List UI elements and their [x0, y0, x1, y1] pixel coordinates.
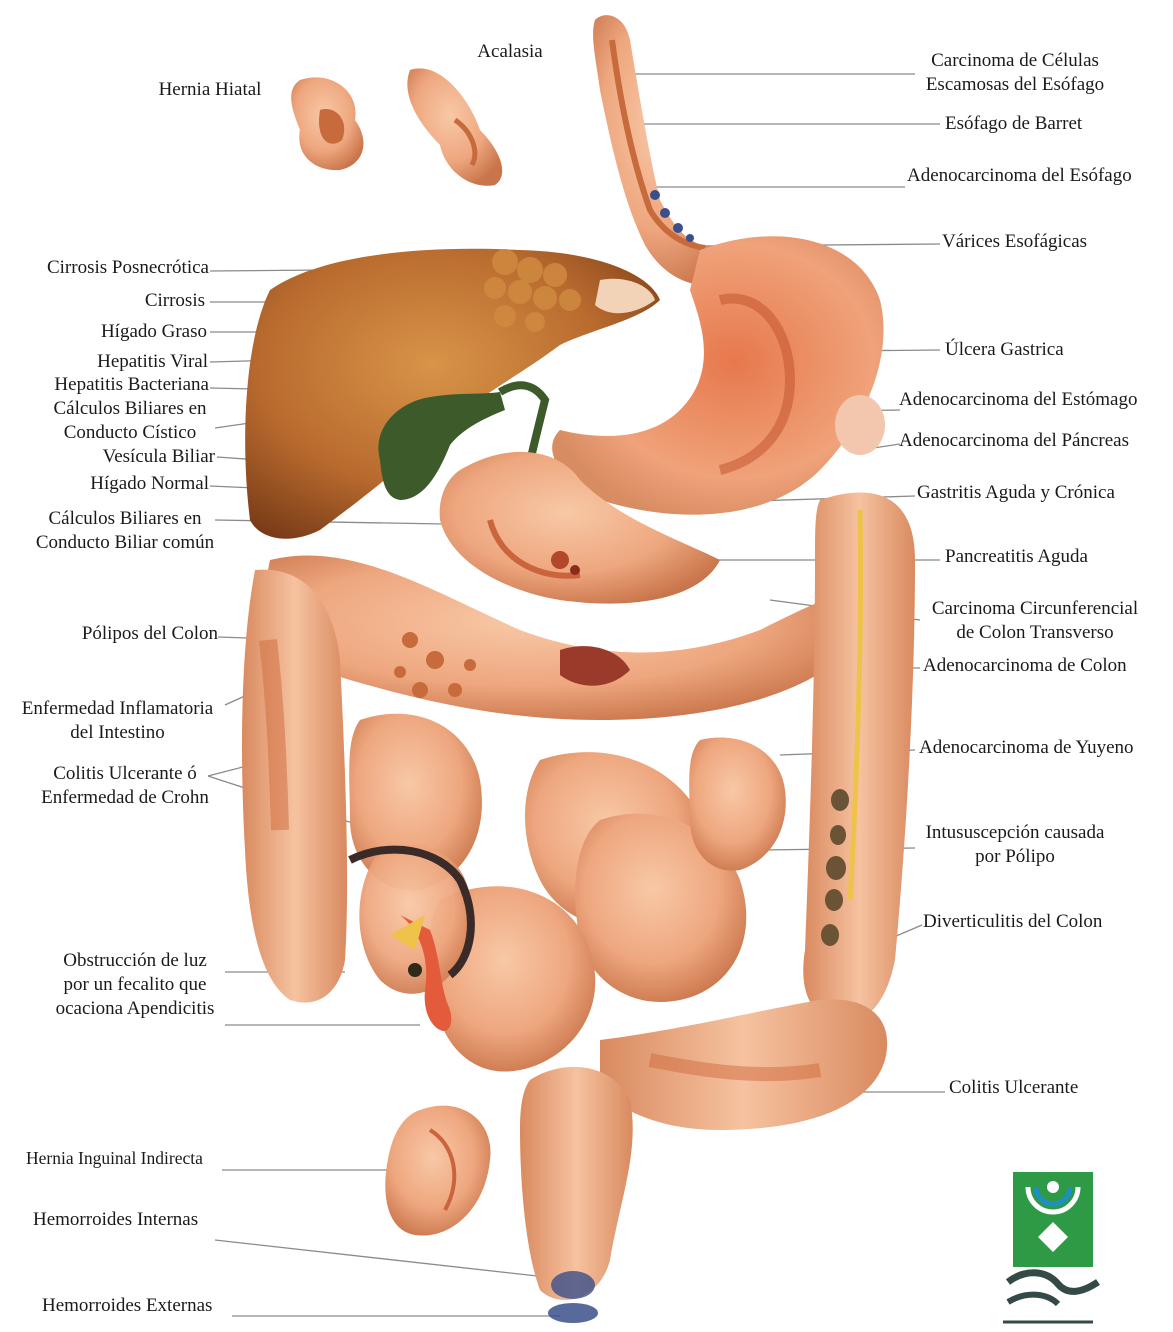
label-adeno-colon: Adenocarcinoma de Colon	[923, 654, 1127, 678]
hernia-hiatal-vignette	[291, 77, 363, 170]
label-adeno-estomago: Adenocarcinoma del Estómago	[899, 388, 1137, 412]
label-esofago-barret: Esófago de Barret	[945, 112, 1082, 136]
label-higado-graso: Hígado Graso	[101, 320, 207, 344]
label-gastritis: Gastritis Aguda y Crónica	[917, 481, 1115, 505]
descending-colon	[803, 493, 915, 1023]
rectum	[520, 1067, 633, 1323]
label-calculos-cistico: Cálculos Biliares en Conducto Cístico	[30, 397, 230, 445]
label-hernia-hiatal: Hernia Hiatal	[140, 78, 280, 102]
label-colitis-ulcerante: Colitis Ulcerante	[949, 1076, 1078, 1100]
label-higado-normal: Hígado Normal	[90, 472, 209, 496]
label-carcinoma-escamosas: Carcinoma de Células Escamosas del Esófa…	[905, 49, 1125, 97]
label-hemorroides-internas: Hemorroides Internas	[33, 1208, 198, 1232]
label-cirrosis-posnecrotica: Cirrosis Posnecrótica	[47, 256, 209, 280]
acalasia-vignette	[407, 68, 502, 185]
label-hepatitis-bacteriana: Hepatitis Bacteriana	[54, 373, 209, 397]
label-hernia-inguinal: Hernia Inguinal Indirecta	[26, 1146, 203, 1170]
label-cirrosis: Cirrosis	[145, 289, 205, 313]
label-calculos-comun: Cálculos Biliares en Conducto Biliar com…	[20, 507, 230, 555]
label-hemorroides-externas: Hemorroides Externas	[42, 1294, 212, 1318]
label-hepatitis-viral: Hepatitis Viral	[97, 350, 208, 374]
label-pancreatitis: Pancreatitis Aguda	[945, 545, 1088, 569]
label-adeno-yuyeno: Adenocarcinoma de Yuyeno	[919, 736, 1134, 760]
sigmoid-colon	[600, 999, 887, 1130]
label-polipos: Pólipos del Colon	[82, 622, 218, 646]
label-vesicula: Vesícula Biliar	[103, 445, 215, 469]
label-eii: Enfermedad Inflamatoria del Intestino	[5, 697, 230, 745]
label-varices: Várices Esofágicas	[942, 230, 1087, 254]
label-ulcera: Úlcera Gastrica	[945, 338, 1064, 362]
label-apendicitis: Obstrucción de luz por un fecalito que o…	[35, 949, 235, 1021]
label-adeno-esofago: Adenocarcinoma del Esófago	[907, 164, 1132, 188]
ascending-colon	[242, 570, 347, 1003]
label-colitis-crohn: Colitis Ulcerante ó Enfermedad de Crohn	[20, 762, 230, 810]
label-carcinoma-colon-transverso: Carcinoma Circunferencial de Colon Trans…	[915, 597, 1155, 645]
label-intususcepcion: Intususcepción causada por Pólipo	[910, 821, 1120, 869]
label-acalasia: Acalasia	[460, 40, 560, 64]
inguinal-hernia	[385, 1106, 490, 1236]
label-diverticulitis: Diverticulitis del Colon	[923, 910, 1102, 934]
label-adeno-pancreas: Adenocarcinoma del Páncreas	[899, 429, 1129, 453]
small-intestine	[349, 714, 786, 1072]
centro-logo	[1003, 1172, 1098, 1322]
